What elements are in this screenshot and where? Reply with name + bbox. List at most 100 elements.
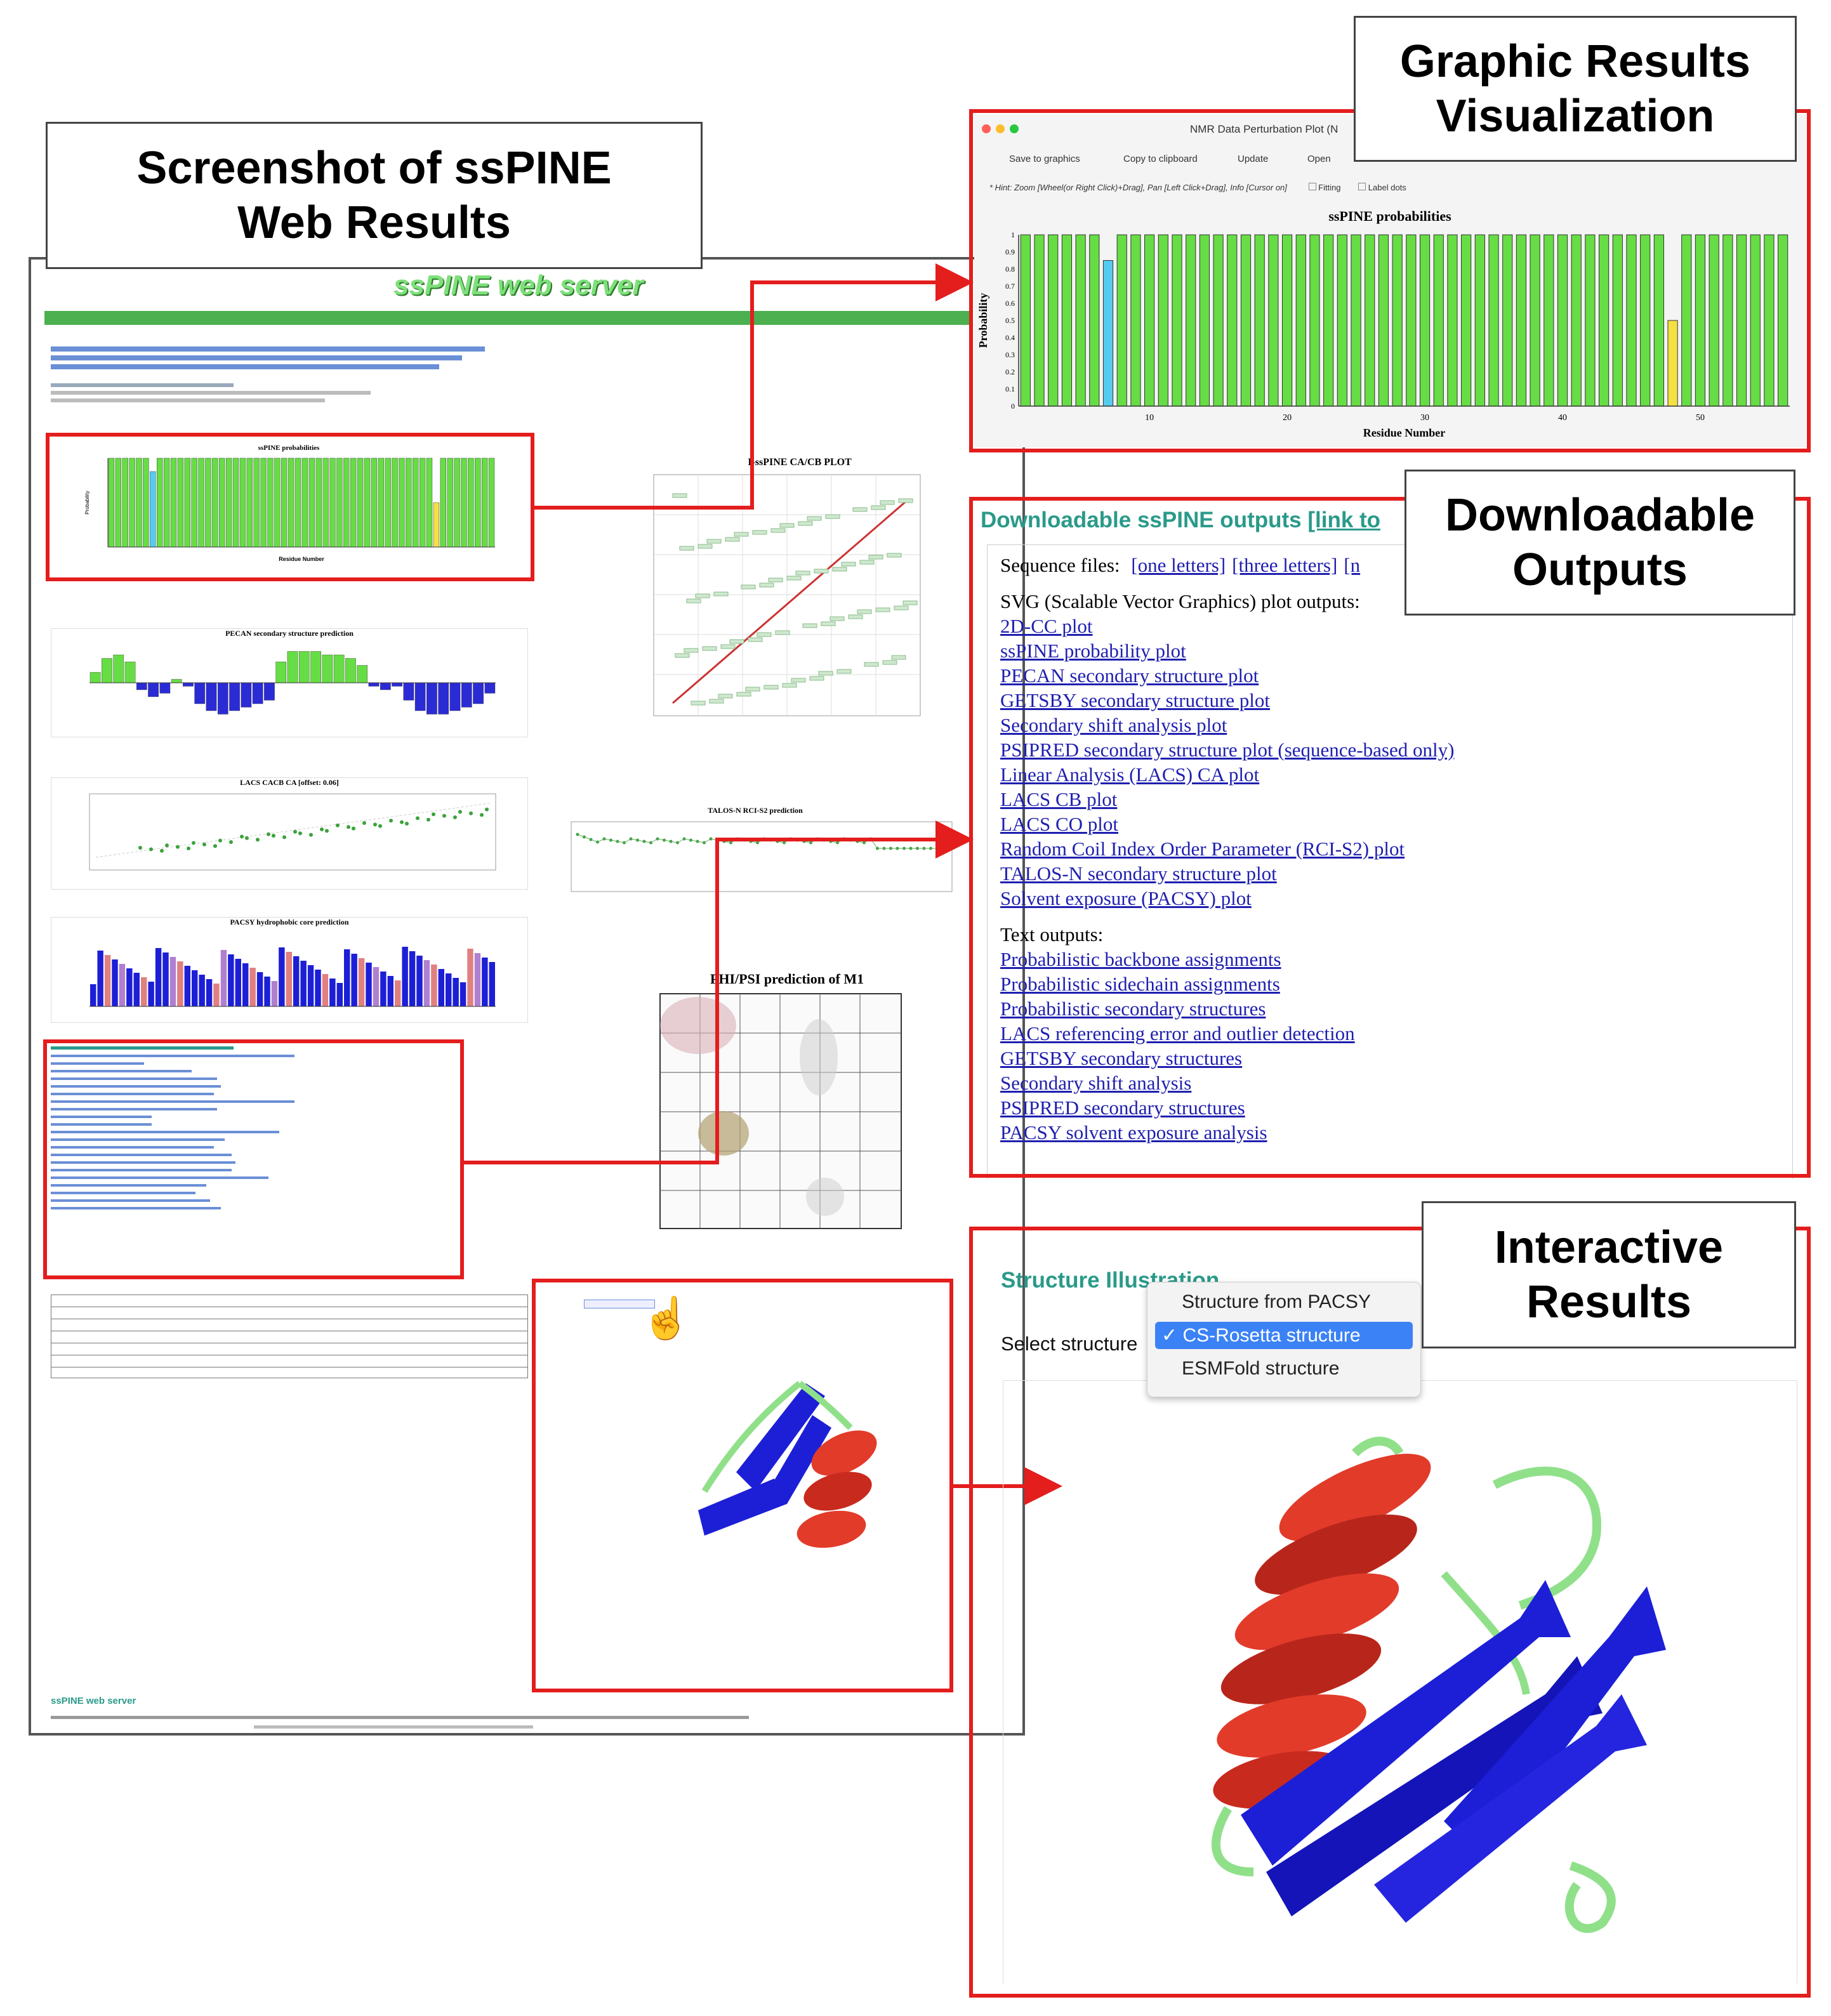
sequence-link-0[interactable]: [one letters] <box>1131 554 1226 576</box>
lacs-point <box>298 831 302 836</box>
cacb-label <box>795 570 810 576</box>
lacs-point <box>480 813 484 817</box>
small-structure-select[interactable] <box>584 1300 655 1308</box>
text-output-link-5[interactable]: Secondary shift analysis <box>1000 1072 1192 1094</box>
small-prob-title: ssPINE probabilities <box>258 444 320 452</box>
small-link-line[interactable] <box>51 1108 218 1110</box>
pacsy-bar <box>387 976 393 1006</box>
fitting-checkbox[interactable] <box>1308 183 1316 190</box>
close-dot-icon[interactable] <box>982 124 991 133</box>
cacb-label <box>859 560 875 565</box>
svg-output-link-5[interactable]: PSIPRED secondary structure plot (sequen… <box>1000 739 1455 761</box>
lacs-point <box>453 815 457 819</box>
small-link-line[interactable] <box>51 1161 236 1164</box>
small-link-line[interactable] <box>51 1077 218 1080</box>
cacb-label <box>759 583 774 588</box>
small-link-line[interactable] <box>51 1176 269 1179</box>
small-link-line[interactable] <box>51 1085 221 1088</box>
pacsy-bar <box>213 984 220 1006</box>
small-link-line[interactable] <box>51 1093 214 1095</box>
viewer-window-title: NMR Data Perturbation Plot (N <box>1190 123 1339 135</box>
pacsy-bar <box>97 951 103 1006</box>
viewer-ytick: 1 <box>1011 230 1015 239</box>
viewer-hint: * Hint: Zoom [Wheel(or Right Click)+Drag… <box>989 183 1406 192</box>
nav-bar[interactable] <box>44 311 971 325</box>
small-prob-ylabel: Probability <box>84 491 90 514</box>
small-link-line[interactable] <box>51 1070 192 1072</box>
svg-output-link-8[interactable]: LACS CO plot <box>1000 813 1119 835</box>
toolbar-button-open[interactable]: Open <box>1307 154 1331 164</box>
sequence-link-1[interactable]: [three letters] <box>1232 554 1338 576</box>
small-link-line[interactable] <box>51 1192 195 1194</box>
viewer-xtick: 20 <box>1283 413 1292 423</box>
text-output-link-3[interactable]: LACS referencing error and outlier detec… <box>1000 1022 1355 1044</box>
svg-output-link-row: PSIPRED secondary structure plot (sequen… <box>1000 737 1780 762</box>
toolbar-button-update[interactable]: Update <box>1238 154 1269 164</box>
small-link-line[interactable] <box>51 1207 221 1209</box>
text-output-link-0[interactable]: Probabilistic backbone assignments <box>1000 948 1281 970</box>
pacsy-bar <box>395 980 401 1006</box>
structure-option-0[interactable]: Structure from PACSY <box>1155 1289 1413 1315</box>
pacsy-bar <box>358 958 365 1006</box>
small-link-line[interactable] <box>51 1123 152 1126</box>
svg-output-link-7[interactable]: LACS CB plot <box>1000 788 1118 810</box>
small-link-line[interactable] <box>51 1131 280 1133</box>
small-link-line[interactable] <box>51 1116 152 1118</box>
small-link-line[interactable] <box>51 1154 232 1156</box>
cacb-label <box>798 521 813 526</box>
lacs-point <box>138 846 142 850</box>
text-output-link-2[interactable]: Probabilistic secondary structures <box>1000 998 1266 1020</box>
sequence-link-2[interactable]: [n <box>1344 554 1361 576</box>
cacb-label <box>709 699 724 704</box>
label-dots-checkbox[interactable] <box>1358 183 1366 190</box>
viewer-prob-chart[interactable]: Probability00.10.20.30.40.50.60.70.80.91… <box>974 225 1806 444</box>
cacb-label <box>868 555 883 560</box>
svg-output-link-0[interactable]: 2D-CC plot <box>1000 615 1093 637</box>
lacs-point <box>309 833 313 837</box>
svg-output-link-10[interactable]: TALOS-N secondary structure plot <box>1000 862 1277 885</box>
viewer-ytick: 0.9 <box>1005 247 1015 256</box>
pacsy-bar <box>249 968 256 1006</box>
svg-output-link-9[interactable]: Random Coil Index Order Parameter (RCI-S… <box>1000 838 1405 860</box>
cacb-label <box>718 694 733 699</box>
downloads-header-link[interactable]: [link to <box>1307 508 1381 532</box>
lacs-point <box>245 836 249 840</box>
structure-dropdown[interactable]: Structure from PACSY ✓ CS-Rosetta structu… <box>1147 1282 1421 1397</box>
structure-option-2[interactable]: ESMFold structure <box>1155 1355 1413 1382</box>
svg-output-link-2[interactable]: PECAN secondary structure plot <box>1000 664 1259 687</box>
text-output-link-1[interactable]: Probabilistic sidechain assignments <box>1000 973 1280 995</box>
small-link-line[interactable] <box>51 1146 214 1149</box>
structure-option-1[interactable]: ✓ CS-Rosetta structure <box>1155 1322 1413 1349</box>
toolbar-button-copy-to-clipboard[interactable]: Copy to clipboard <box>1123 154 1198 164</box>
cacb-label <box>821 621 836 626</box>
text-output-link-6[interactable]: PSIPRED secondary structures <box>1000 1097 1245 1119</box>
svg-output-link-row: PECAN secondary structure plot <box>1000 663 1780 688</box>
svg-output-link-1[interactable]: ssPINE probability plot <box>1000 640 1186 662</box>
maximize-dot-icon[interactable] <box>1010 124 1019 133</box>
toolbar-button-save-to-graphics[interactable]: Save to graphics <box>1009 154 1080 164</box>
label-dots-label: Label dots <box>1368 183 1406 192</box>
small-link-line[interactable] <box>51 1100 294 1103</box>
small-link-line[interactable] <box>51 1199 210 1202</box>
svg-output-link-11[interactable]: Solvent exposure (PACSY) plot <box>1000 887 1252 909</box>
small-link-line[interactable] <box>51 1184 207 1187</box>
small-link-line[interactable] <box>51 1169 232 1171</box>
svg-output-link-4[interactable]: Secondary shift analysis plot <box>1000 714 1227 736</box>
small-link-line[interactable] <box>51 1138 225 1141</box>
small-link-line[interactable] <box>51 1062 145 1065</box>
viewer-xtick: 50 <box>1696 413 1705 423</box>
cacb-label <box>697 544 713 549</box>
cacb-label <box>752 530 767 535</box>
text-output-link-4[interactable]: GETSBY secondary structures <box>1000 1047 1243 1069</box>
job-info-lines <box>51 343 508 406</box>
svg-output-link-6[interactable]: Linear Analysis (LACS) CA plot <box>1000 763 1260 786</box>
text-output-link-row: Probabilistic sidechain assignments <box>1000 972 1780 996</box>
lacs-fit-line <box>95 803 490 858</box>
protein-structure-render[interactable] <box>1165 1428 1736 1967</box>
cacb-label <box>713 591 729 596</box>
minimize-dot-icon[interactable] <box>996 124 1005 133</box>
downloads-header: Downloadable ssPINE outputs [link to <box>981 508 1799 533</box>
svg-output-link-3[interactable]: GETSBY secondary structure plot <box>1000 689 1271 711</box>
text-output-link-7[interactable]: PACSY solvent exposure analysis <box>1000 1121 1267 1143</box>
callout-interactive: Interactive Results <box>1422 1201 1796 1348</box>
